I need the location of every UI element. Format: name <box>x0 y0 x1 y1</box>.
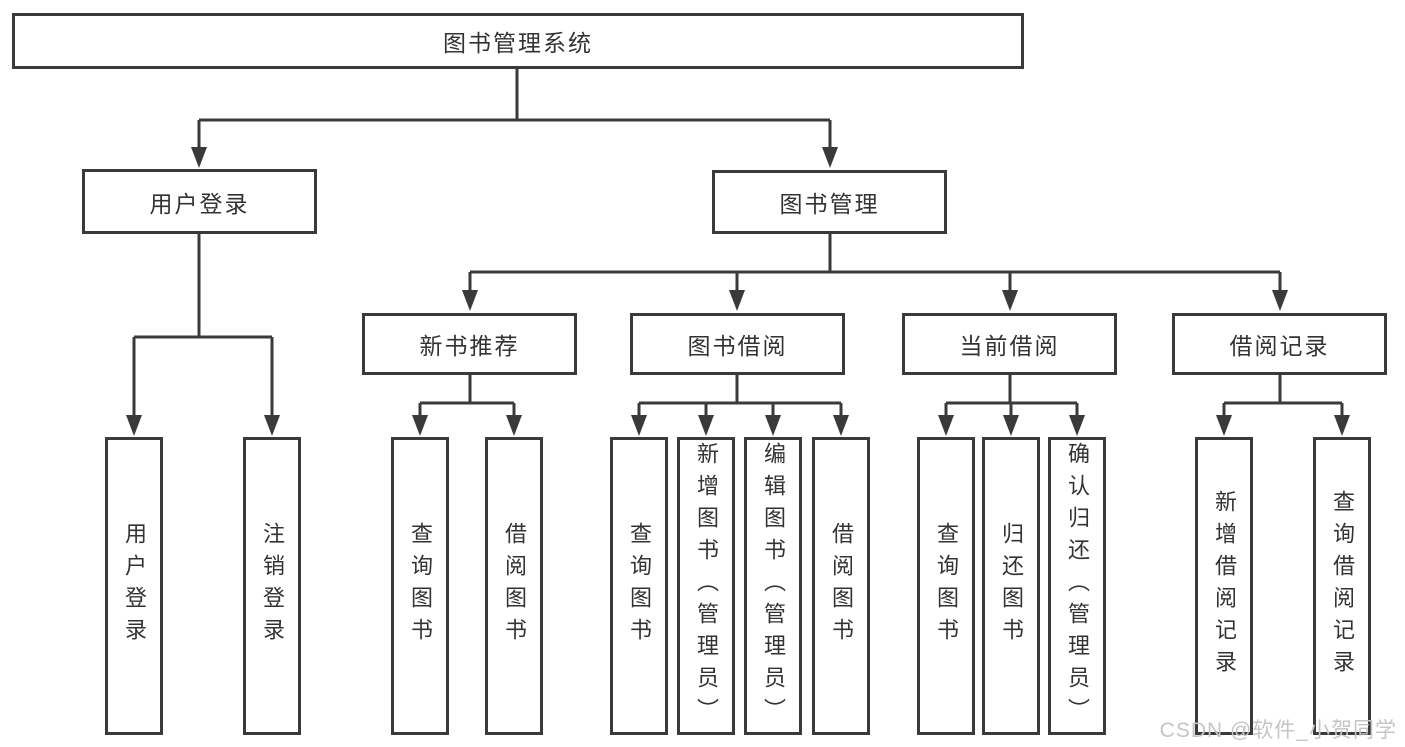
node-library-management-system: 图书管理系统 <box>12 13 1024 69</box>
leaf-label: 查询图书 <box>934 522 959 650</box>
leaf-label: 新增借阅记录 <box>1212 490 1237 682</box>
arrowhead <box>506 415 522 436</box>
arrowhead <box>631 415 647 436</box>
leaf-user-login: 用户登录 <box>105 437 163 735</box>
leaf-label: 借阅图书 <box>829 522 854 650</box>
leaf-query-books-current: 查询图书 <box>917 437 975 735</box>
leaf-label: 用户登录 <box>122 522 147 650</box>
arrowhead <box>698 415 714 436</box>
arrowhead <box>1069 415 1085 436</box>
connector-current-borrowing-to-leaves <box>938 375 1085 436</box>
leaf-label: 查询图书 <box>408 522 433 650</box>
leaf-query-borrow-record: 查询借阅记录 <box>1313 437 1371 735</box>
node-book-borrowing: 图书借阅 <box>630 313 845 375</box>
leaf-borrow-books-borrowing: 借阅图书 <box>812 437 870 735</box>
leaf-label: 新增图书（管理员） <box>694 442 719 730</box>
node-user-login: 用户登录 <box>82 169 317 234</box>
leaf-add-books-admin: 新增图书（管理员） <box>677 437 735 735</box>
leaf-return-books: 归还图书 <box>982 437 1040 735</box>
arrowhead <box>264 415 280 436</box>
arrowhead <box>191 147 207 168</box>
arrowhead <box>729 290 745 311</box>
node-label: 图书管理系统 <box>443 30 593 56</box>
connector-book-management-to-level3 <box>462 234 1288 311</box>
node-borrowing-records: 借阅记录 <box>1172 313 1387 375</box>
arrowhead <box>126 415 142 436</box>
arrowhead <box>1003 415 1019 436</box>
node-current-borrowing: 当前借阅 <box>902 313 1117 375</box>
leaf-label: 确认归还（管理员） <box>1065 442 1090 730</box>
leaf-borrow-books-recommend: 借阅图书 <box>485 437 543 735</box>
leaf-label: 编辑图书（管理员） <box>761 442 786 730</box>
leaf-label: 借阅图书 <box>502 522 527 650</box>
leaf-query-books-borrowing: 查询图书 <box>610 437 668 735</box>
arrowhead <box>833 415 849 436</box>
node-label: 新书推荐 <box>419 333 520 359</box>
leaf-query-books-recommend: 查询图书 <box>391 437 449 735</box>
node-new-book-recommendation: 新书推荐 <box>362 313 577 375</box>
connector-root-to-level2 <box>191 69 838 168</box>
leaf-label: 查询借阅记录 <box>1330 490 1355 682</box>
connector-new-books-to-leaves <box>412 375 522 436</box>
node-label: 图书借阅 <box>687 333 788 359</box>
connector-borrow-records-to-leaves <box>1216 375 1350 436</box>
arrowhead <box>1216 415 1232 436</box>
arrowhead <box>1002 290 1018 311</box>
connector-book-borrowing-to-leaves <box>631 375 849 436</box>
connector-user-login-to-leaves <box>126 234 280 436</box>
csdn-watermark: CSDN @软件_小贺同学 <box>1159 719 1397 742</box>
leaf-edit-books-admin: 编辑图书（管理员） <box>744 437 802 735</box>
arrowhead <box>1334 415 1350 436</box>
leaf-confirm-return-admin: 确认归还（管理员） <box>1048 437 1106 735</box>
leaf-label: 归还图书 <box>999 522 1024 650</box>
node-label: 当前借阅 <box>959 333 1060 359</box>
leaf-add-borrow-record: 新增借阅记录 <box>1195 437 1253 735</box>
arrowhead <box>822 147 838 168</box>
arrowhead <box>1272 290 1288 311</box>
leaf-label: 查询图书 <box>627 522 652 650</box>
leaf-logout-login: 注销登录 <box>243 437 301 735</box>
leaf-label: 注销登录 <box>260 522 285 650</box>
node-label: 图书管理 <box>779 191 880 217</box>
node-label: 用户登录 <box>149 190 250 217</box>
node-label: 借阅记录 <box>1229 333 1330 359</box>
arrowhead <box>938 415 954 436</box>
arrowhead <box>412 415 428 436</box>
arrowhead <box>765 415 781 436</box>
node-book-management: 图书管理 <box>712 170 947 234</box>
arrowhead <box>462 290 478 311</box>
